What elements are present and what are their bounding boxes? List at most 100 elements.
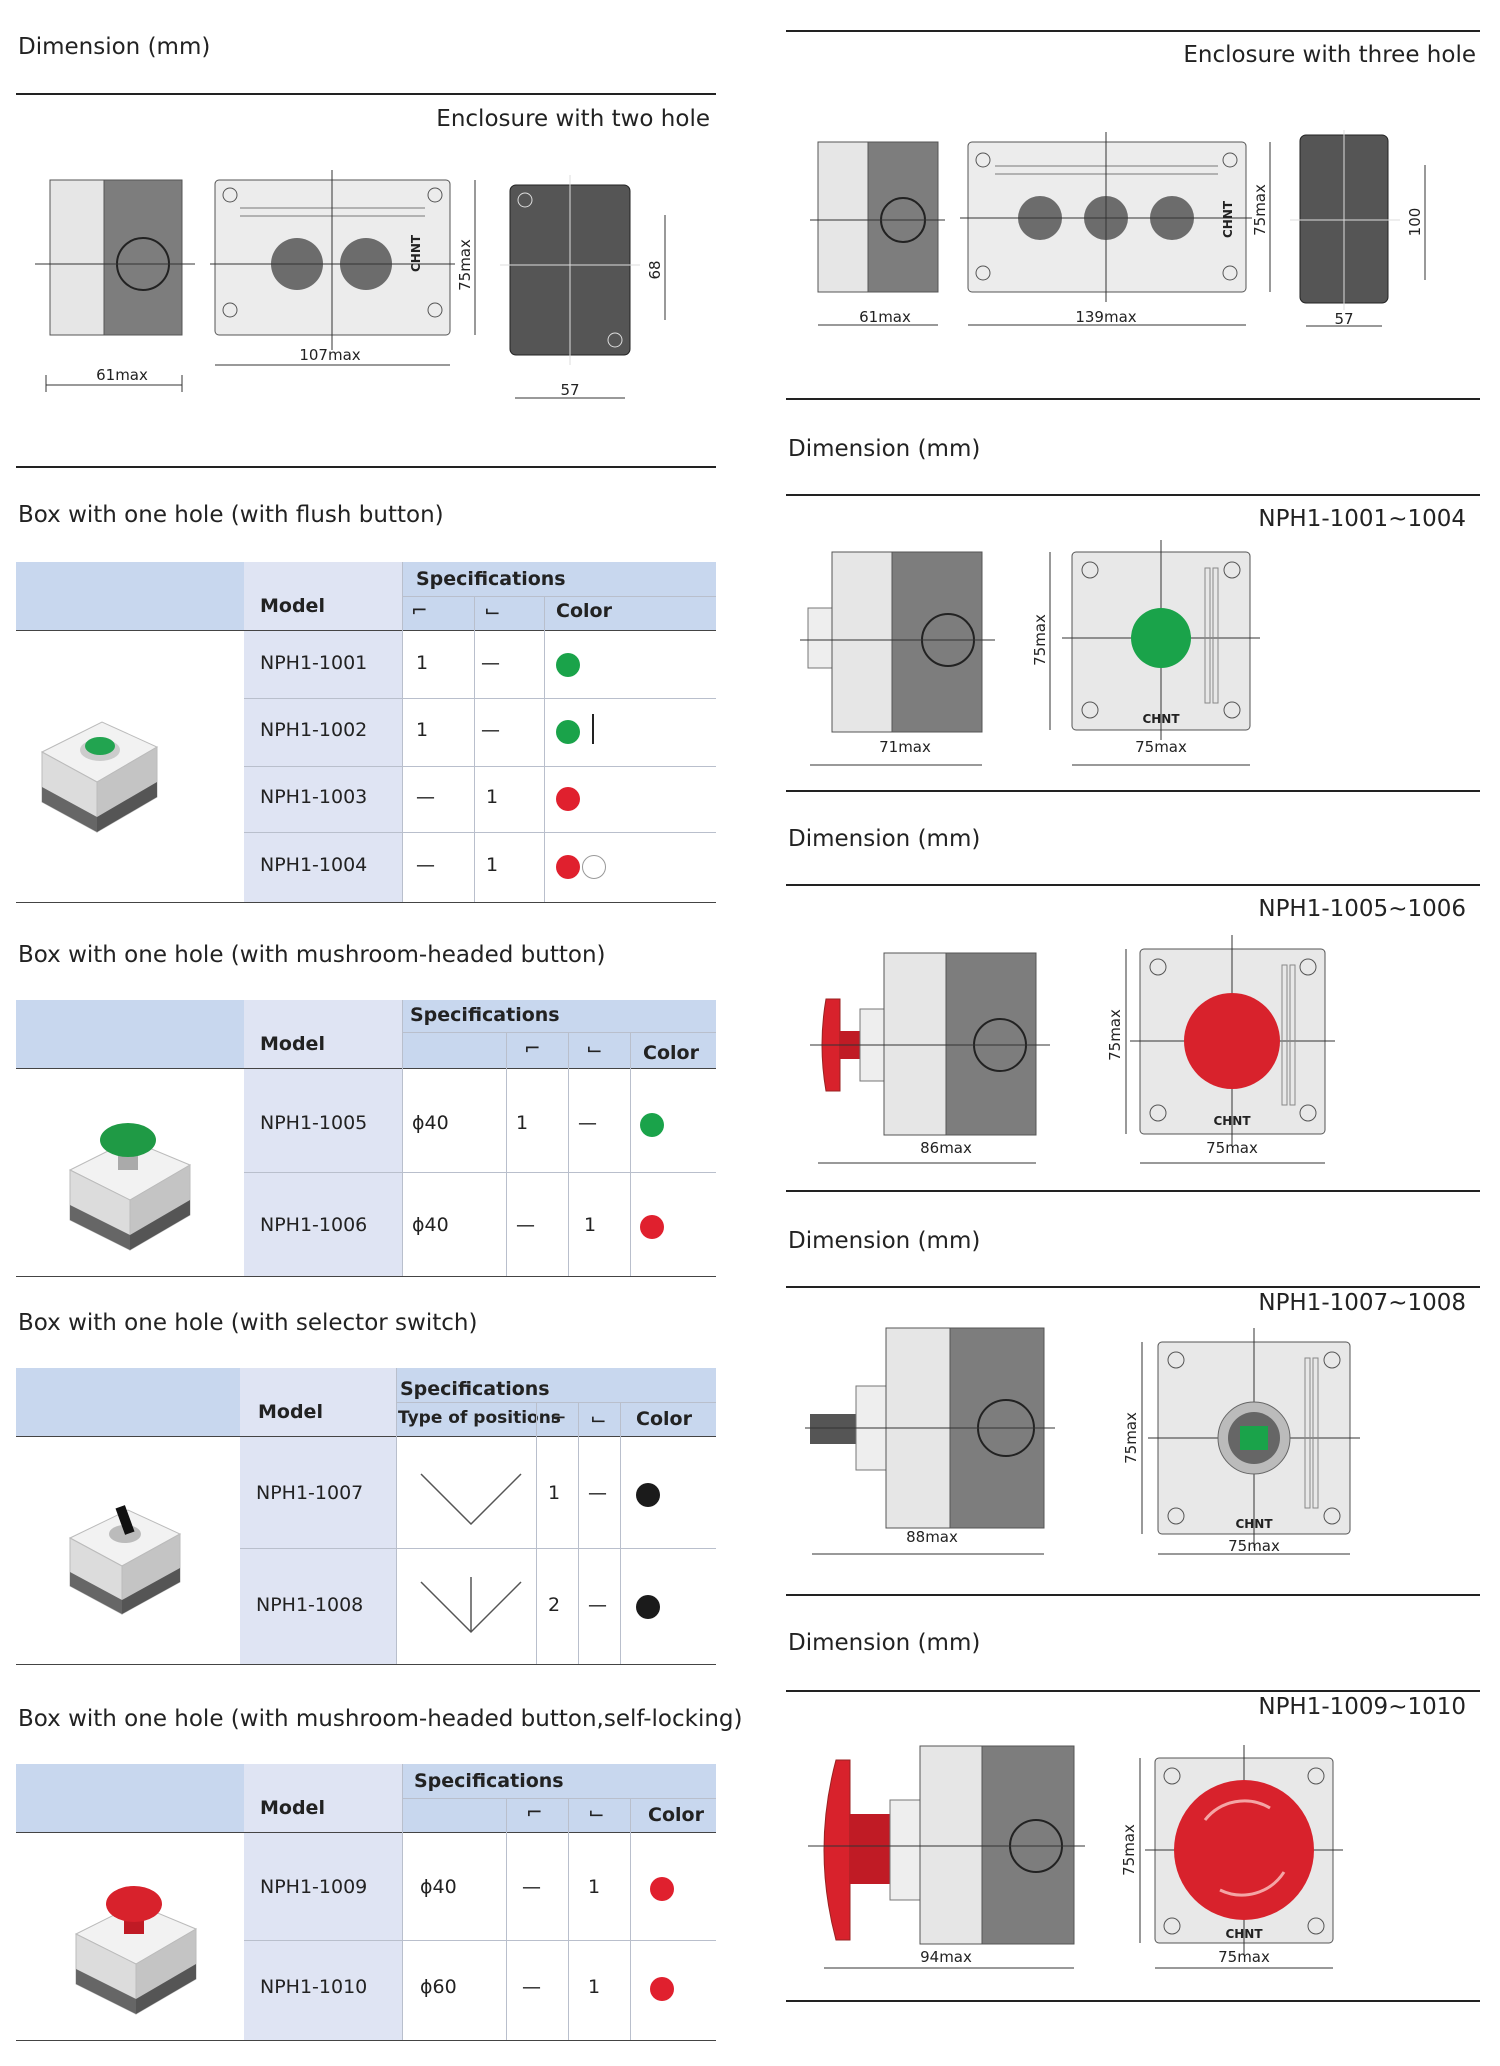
- back-width-label: 57: [1334, 310, 1353, 328]
- divider: [786, 1190, 1480, 1192]
- height-label: 75max: [1031, 614, 1049, 666]
- brand-logo: CHNT: [1225, 1927, 1263, 1941]
- diameter-cell: ϕ40: [412, 1112, 449, 1134]
- model-cell: NPH1-1007: [256, 1482, 364, 1504]
- color-swatch-red: [640, 1215, 664, 1239]
- color-header: Color: [556, 600, 612, 622]
- spec-table-flush: Model Specifications ⌐ ⌙ Color NPH1-1001…: [16, 562, 716, 903]
- color-swatch-black: [636, 1483, 660, 1507]
- height-label: 75max: [456, 239, 474, 291]
- color-swatch-white: [582, 855, 606, 879]
- side-view: [35, 179, 195, 392]
- nc-cell: 1: [588, 1976, 601, 1998]
- two-hole-title: Enclosure with two hole: [436, 106, 710, 132]
- no-contact-icon: ⌐: [411, 598, 428, 622]
- model-range-label: NPH1-1001~1004: [1258, 506, 1466, 532]
- nc-cell: —: [481, 719, 500, 741]
- three-hole-title: Enclosure with three hole: [1183, 42, 1476, 68]
- no-cell: 2: [548, 1594, 561, 1616]
- brand-logo: CHNT: [1213, 1114, 1251, 1128]
- height-label: 75max: [1106, 1009, 1124, 1061]
- no-contact-icon: ⌐: [550, 1406, 567, 1430]
- nc-cell: 1: [584, 1214, 597, 1236]
- model-cell: NPH1-1009: [260, 1876, 368, 1898]
- section-title-self-locking: Box with one hole (with mushroom-headed …: [18, 1706, 743, 1732]
- brand-logo: CHNT: [1142, 712, 1180, 726]
- color-header: Color: [643, 1042, 699, 1064]
- nc-cell: 1: [486, 854, 499, 876]
- model-header: Model: [260, 595, 325, 617]
- spec-header: Specifications: [414, 1770, 564, 1792]
- divider: [786, 1594, 1480, 1596]
- model-cell: NPH1-1002: [260, 719, 368, 741]
- type-of-positions-header: Type of positions: [398, 1408, 561, 1428]
- model-cell: NPH1-1008: [256, 1594, 364, 1616]
- dimension-drawing-1001: 71max CHNT 75max 75max: [800, 540, 1260, 766]
- dimension-heading: Dimension (mm): [18, 34, 211, 60]
- color-swatch-green: [556, 720, 580, 744]
- nc-contact-icon: ⌙: [588, 1800, 605, 1824]
- divider: [786, 2000, 1480, 2002]
- diameter-cell: ϕ40: [412, 1214, 449, 1236]
- front-width-label: 75max: [1135, 738, 1187, 756]
- divider: [16, 466, 716, 468]
- spec-table-mushroom: Model Specifications ⌐ ⌙ Color NPH1-1005…: [16, 1000, 716, 1277]
- spec-header: Specifications: [410, 1004, 560, 1026]
- model-cell: NPH1-1010: [260, 1976, 368, 1998]
- nc-contact-icon: ⌙: [484, 598, 501, 622]
- side-width-label: 61max: [859, 308, 911, 326]
- dimension-heading: Dimension (mm): [788, 1228, 981, 1254]
- divider: [786, 884, 1480, 886]
- nc-cell: —: [588, 1482, 607, 1504]
- divider: [786, 1286, 1480, 1288]
- diameter-cell: ϕ60: [420, 1976, 457, 1998]
- dimension-drawing-1009: 94max CHNT 75max 75max: [808, 1745, 1343, 1969]
- front-width-label: 107max: [299, 346, 360, 364]
- divider: [16, 93, 716, 95]
- nc-cell: —: [481, 652, 500, 674]
- spec-header: Specifications: [416, 568, 566, 590]
- spec-table-selector: Model Specifications Type of positions ⌐…: [16, 1368, 716, 1665]
- model-header: Model: [260, 1797, 325, 1819]
- back-height-label: 68: [646, 260, 664, 279]
- divider: [786, 1690, 1480, 1692]
- no-cell: —: [522, 1876, 541, 1898]
- model-range-label: NPH1-1009~1010: [1258, 1694, 1466, 1720]
- nc-cell: 1: [588, 1876, 601, 1898]
- section-title-selector: Box with one hole (with selector switch): [18, 1310, 478, 1336]
- section-title-mushroom: Box with one hole (with mushroom-headed …: [18, 942, 606, 968]
- side-width-label: 88max: [906, 1528, 958, 1546]
- back-width-label: 57: [560, 381, 579, 399]
- front-width-label: 75max: [1218, 1948, 1270, 1966]
- front-width-label: 139max: [1075, 308, 1136, 326]
- divider: [786, 398, 1480, 400]
- front-view: CHNT: [210, 170, 476, 366]
- nc-cell: 1: [486, 786, 499, 808]
- svg-text:CHNT: CHNT: [409, 234, 423, 272]
- indicator-bar: [592, 714, 594, 744]
- two-position-symbol: [420, 1473, 522, 1526]
- side-width-label: 94max: [920, 1948, 972, 1966]
- side-width-label: 71max: [879, 738, 931, 756]
- nc-contact-icon: ⌙: [586, 1036, 603, 1060]
- dimension-heading: Dimension (mm): [788, 436, 981, 462]
- front-width-label: 75max: [1228, 1537, 1280, 1555]
- model-range-label: NPH1-1005~1006: [1258, 896, 1466, 922]
- divider: [786, 494, 1480, 496]
- section-title-flush: Box with one hole (with flush button): [18, 502, 444, 528]
- nc-cell: —: [588, 1594, 607, 1616]
- back-view: [500, 175, 666, 399]
- three-hole-drawing: 61max CHNT 139max 75max 57 100: [810, 130, 1426, 328]
- dimension-drawing-1007: 88max CHNT 75max 75max: [805, 1327, 1360, 1555]
- no-cell: 1: [516, 1112, 529, 1134]
- dimension-heading: Dimension (mm): [788, 1630, 981, 1656]
- no-contact-icon: ⌐: [524, 1036, 541, 1060]
- product-image-selector: [68, 1505, 182, 1615]
- spec-header: Specifications: [400, 1378, 550, 1400]
- color-header: Color: [636, 1408, 692, 1430]
- diameter-cell: ϕ40: [420, 1876, 457, 1898]
- height-label: 75max: [1251, 184, 1269, 236]
- no-contact-icon: ⌐: [526, 1800, 543, 1824]
- model-range-label: NPH1-1007~1008: [1258, 1290, 1466, 1316]
- no-cell: —: [516, 1214, 535, 1236]
